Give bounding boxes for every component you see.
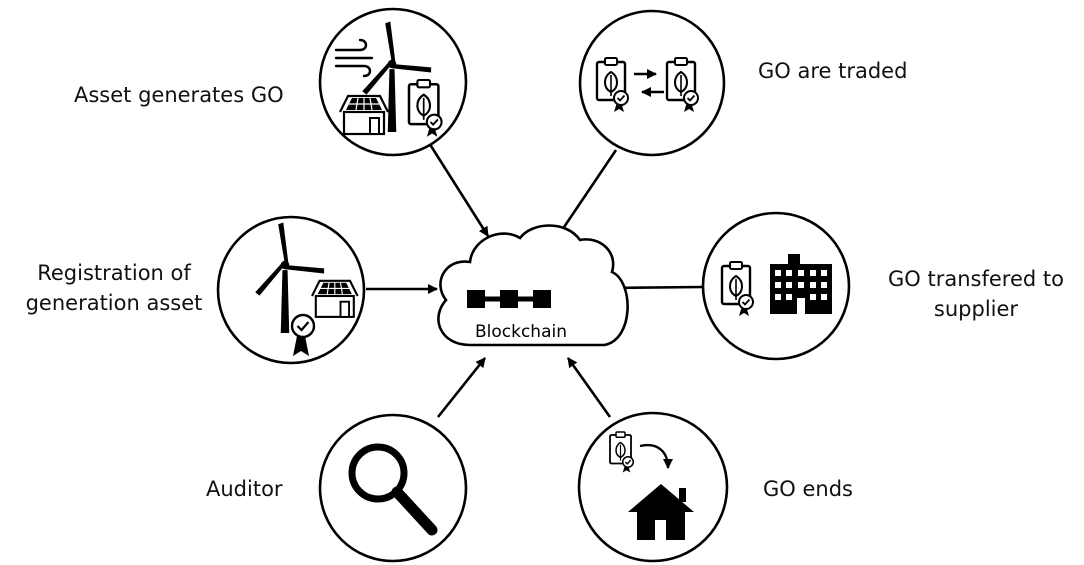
node-auditor bbox=[318, 413, 468, 563]
arrow-go-ends bbox=[566, 357, 612, 418]
label-go-transferred: GO transfered to supplier bbox=[876, 264, 1076, 324]
trade-arrows-icon bbox=[634, 69, 664, 97]
building-icon bbox=[770, 254, 832, 314]
node-asset-generates bbox=[318, 7, 468, 157]
house-icon bbox=[628, 484, 694, 540]
label-registration-line2: generation asset bbox=[25, 291, 203, 315]
node-go-ends bbox=[577, 411, 729, 563]
curved-arrow-icon bbox=[639, 443, 673, 469]
approval-badge-icon bbox=[290, 313, 316, 356]
arrow-go-traded bbox=[556, 149, 618, 237]
blockchain-label: Blockchain bbox=[475, 322, 567, 342]
magnifier-icon bbox=[348, 443, 438, 536]
label-go-transferred-line1: GO transfered to bbox=[888, 267, 1064, 291]
label-registration: Registration of generation asset bbox=[18, 258, 210, 318]
label-auditor: Auditor bbox=[206, 477, 283, 501]
label-go-traded: GO are traded bbox=[758, 59, 908, 83]
node-registration bbox=[216, 215, 366, 365]
chain-blocks-icon bbox=[467, 290, 551, 308]
blockchain-cloud: Blockchain bbox=[437, 224, 629, 347]
label-asset-generates: Asset generates GO bbox=[74, 83, 284, 107]
wind-icon bbox=[334, 38, 374, 78]
arrow-auditor bbox=[436, 357, 487, 418]
label-go-ends: GO ends bbox=[763, 477, 853, 501]
label-registration-line1: Registration of bbox=[37, 261, 191, 285]
node-go-traded bbox=[578, 9, 726, 157]
solar-house-icon bbox=[338, 94, 390, 136]
label-go-transferred-line2: supplier bbox=[933, 297, 1019, 321]
node-go-transferred bbox=[701, 211, 851, 361]
solar-house-icon bbox=[310, 279, 359, 318]
